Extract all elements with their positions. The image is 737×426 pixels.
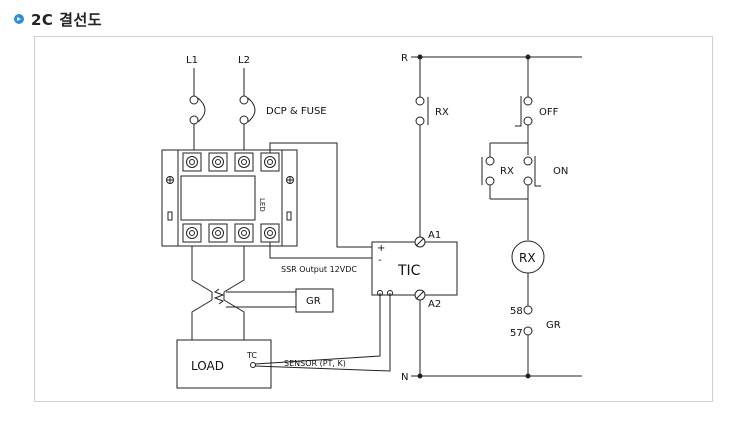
section-title: 2C 결선도 <box>31 10 103 29</box>
tic-controller <box>371 236 458 301</box>
label-on: ON <box>553 166 568 177</box>
label-l2: L2 <box>238 55 250 66</box>
label-rx-aux: RX <box>500 166 514 177</box>
label-n: N <box>401 372 408 383</box>
label-a1: A1 <box>428 230 441 241</box>
diagram-frame <box>34 36 713 402</box>
label-r: R <box>401 53 408 64</box>
label-tc: TC <box>246 351 257 360</box>
label-ssr-output: SSR Output 12VDC <box>281 265 357 274</box>
label-57: 57 <box>510 328 523 339</box>
label-minus: - <box>378 255 382 266</box>
label-rx-coil: RX <box>519 251 536 265</box>
ssr-unit <box>161 149 298 247</box>
label-load: LOAD <box>191 359 224 373</box>
dcp-fuse-breaker <box>189 68 256 150</box>
label-plus: + <box>377 243 385 254</box>
bullet-arrow-icon <box>14 14 24 24</box>
section-header: 2C 결선도 <box>14 8 102 30</box>
label-rx-contact: RX <box>435 107 449 118</box>
label-led: LED <box>258 198 266 212</box>
label-gr-lamp: GR <box>546 320 561 331</box>
label-a2: A2 <box>428 299 441 310</box>
rx-contact-branch <box>415 57 429 376</box>
label-tic: TIC <box>397 263 421 279</box>
ssr-control-wires <box>269 142 372 259</box>
control-branch <box>481 57 545 376</box>
label-sensor: SENSOR (PT, K) <box>284 359 346 368</box>
label-off: OFF <box>539 107 559 118</box>
load-wiring <box>191 246 334 340</box>
label-dcp-fuse: DCP & FUSE <box>266 106 327 117</box>
label-l1: L1 <box>186 55 198 66</box>
label-58: 58 <box>510 306 523 317</box>
load-box <box>176 293 391 389</box>
label-gr-box: GR <box>306 296 321 307</box>
